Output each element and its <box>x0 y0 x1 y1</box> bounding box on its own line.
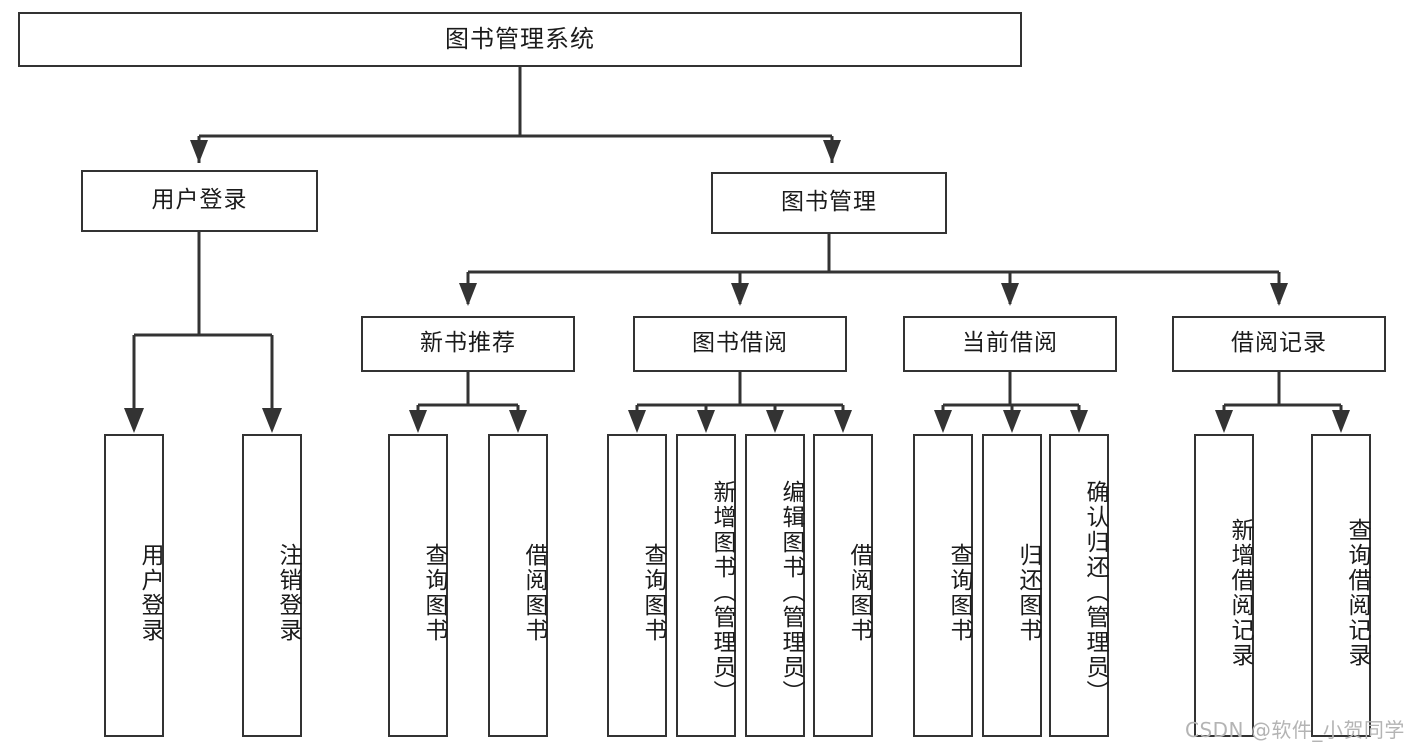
leaf-current-return-book[interactable]: 归还图书 <box>982 434 1042 737</box>
node-label: 新增借阅记录 <box>1227 517 1253 668</box>
node-label: 查询图书 <box>946 542 972 643</box>
node-label: 注销登录 <box>275 542 301 643</box>
node-label: 查询借阅记录 <box>1344 517 1370 668</box>
leaf-record-query-record[interactable]: 查询借阅记录 <box>1311 434 1371 737</box>
node-label: 用户登录 <box>151 187 248 214</box>
node-label: 借阅记录 <box>1231 330 1327 357</box>
leaf-record-add-record[interactable]: 新增借阅记录 <box>1194 434 1254 737</box>
leaf-user-login-signout[interactable]: 注销登录 <box>242 434 302 737</box>
node-label: 新增图书（管理员） <box>709 480 735 705</box>
node-borrow-record[interactable]: 借阅记录 <box>1172 316 1386 372</box>
leaf-current-confirm-return-admin[interactable]: 确认归还（管理员） <box>1049 434 1109 737</box>
node-label: 用户登录 <box>137 542 163 643</box>
node-label: 借阅图书 <box>521 542 547 643</box>
node-label: 查询图书 <box>421 542 447 643</box>
csdn-watermark: CSDN @软件_小贺同学 <box>1185 718 1405 742</box>
leaf-user-login-signin[interactable]: 用户登录 <box>104 434 164 737</box>
node-root-system[interactable]: 图书管理系统 <box>18 12 1022 67</box>
leaf-borrow-add-book-admin[interactable]: 新增图书（管理员） <box>676 434 736 737</box>
leaf-borrow-query-book[interactable]: 查询图书 <box>607 434 667 737</box>
node-label: 归还图书 <box>1015 542 1041 643</box>
leaf-borrow-borrow-book[interactable]: 借阅图书 <box>813 434 873 737</box>
leaf-current-query-book[interactable]: 查询图书 <box>913 434 973 737</box>
leaf-recommend-query-book[interactable]: 查询图书 <box>388 434 448 737</box>
node-label: 查询图书 <box>640 542 666 643</box>
node-label: 图书借阅 <box>692 330 788 357</box>
node-label: 确认归还（管理员） <box>1082 480 1108 705</box>
node-book-management[interactable]: 图书管理 <box>711 172 947 234</box>
node-label: 当前借阅 <box>962 330 1058 357</box>
node-label: 图书管理 <box>781 189 877 216</box>
node-book-borrow[interactable]: 图书借阅 <box>633 316 847 372</box>
node-new-book-recommend[interactable]: 新书推荐 <box>361 316 575 372</box>
node-label: 编辑图书（管理员） <box>778 480 804 705</box>
node-current-borrow[interactable]: 当前借阅 <box>903 316 1117 372</box>
leaf-recommend-borrow-book[interactable]: 借阅图书 <box>488 434 548 737</box>
node-label: 借阅图书 <box>846 542 872 643</box>
leaf-borrow-edit-book-admin[interactable]: 编辑图书（管理员） <box>745 434 805 737</box>
node-user-login[interactable]: 用户登录 <box>81 170 318 232</box>
node-label: 图书管理系统 <box>445 25 595 54</box>
node-label: 新书推荐 <box>420 330 516 357</box>
